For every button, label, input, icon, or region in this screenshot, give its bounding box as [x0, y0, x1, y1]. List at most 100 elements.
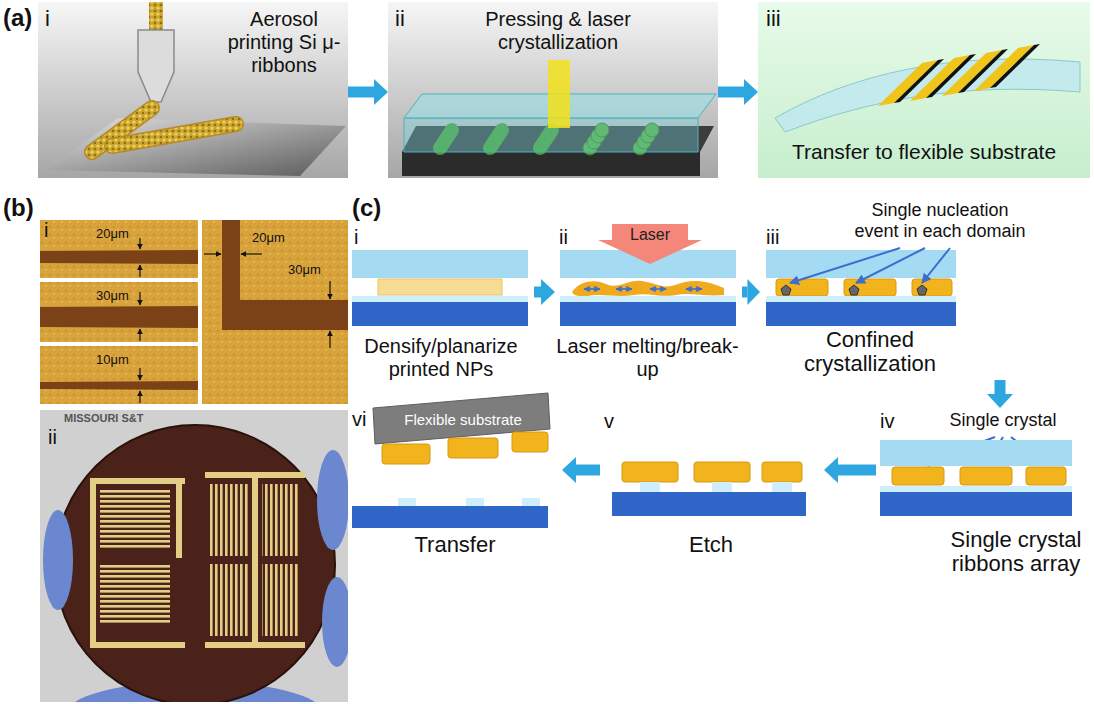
step-number: vi — [352, 408, 382, 431]
dimension-label: 20μm — [96, 226, 129, 241]
panel-caption: Pressing & laser crystallization — [458, 8, 658, 54]
wafer-photo — [317, 450, 348, 550]
confined-crystallization-stack — [776, 279, 828, 296]
step-number: iv — [880, 410, 920, 433]
step-caption: Laser melting/break-up — [555, 335, 740, 381]
transfer-stack — [398, 498, 416, 506]
dimension-arrow — [204, 253, 221, 254]
aerosol-printing-scene — [38, 2, 348, 178]
dimension-arrow — [139, 292, 140, 305]
wafer-photo — [100, 490, 170, 550]
flexible-transfer-scene — [758, 2, 1090, 178]
callout-text: Single nucleation event in each domain — [851, 200, 1029, 241]
wafer-photo — [322, 577, 348, 667]
process-step: viFlexible substrateTransfer — [350, 400, 562, 590]
arrow-head — [541, 279, 555, 305]
flexible-transfer-scene — [758, 2, 1090, 178]
etch-stack — [772, 482, 792, 492]
laser-melting-stack — [560, 296, 736, 302]
photo-panel: ii — [40, 410, 348, 702]
densify-stack — [378, 279, 502, 295]
single-crystal-stack — [880, 492, 1072, 516]
etch-stack — [612, 492, 806, 516]
single-crystal-stack — [892, 467, 944, 485]
leader-arrow — [856, 248, 925, 283]
transfer-stack — [352, 506, 548, 528]
wafer-photo — [40, 410, 348, 702]
dimension-arrow — [139, 391, 140, 403]
dimension-arrow — [139, 238, 140, 249]
single-crystal-stack — [880, 440, 1072, 466]
dimension-arrow — [139, 265, 140, 277]
dimension-arrow — [329, 331, 330, 348]
leader-arrow — [790, 248, 900, 283]
dimension-arrow — [139, 368, 140, 380]
step-caption: Transfer — [350, 532, 560, 557]
ribbon-micrographs — [222, 300, 348, 330]
ribbon-micrographs — [40, 220, 198, 278]
single-crystal-stack — [880, 440, 1072, 516]
confined-crystallization-stack — [849, 285, 859, 295]
arrow-head — [747, 279, 760, 305]
panel-letter: (b) — [3, 194, 34, 222]
flow-arrow — [987, 380, 1013, 408]
transfer-stack — [512, 432, 548, 452]
dimension-label: 30μm — [96, 288, 129, 303]
step-number: ii — [395, 6, 435, 31]
panel-letter: (c) — [352, 194, 381, 222]
process-step: iiiSingle nucleation event in each domai… — [760, 198, 1070, 380]
step-number: i — [45, 6, 85, 31]
flow-arrow — [562, 457, 600, 483]
densify-stack — [352, 250, 528, 326]
aerosol-printing-scene — [112, 124, 236, 146]
laser-pressing-scene — [402, 152, 700, 176]
leader-arrow — [922, 248, 950, 283]
densify-stack — [352, 302, 528, 326]
aerosol-printing-scene — [149, 2, 163, 32]
arrow-head — [562, 457, 576, 483]
panel-caption: Aerosol printing Si μ-ribbons — [224, 8, 344, 77]
wafer-photo — [100, 565, 170, 625]
laser-melting-stack — [650, 288, 666, 290]
laser-label: Laser — [612, 226, 688, 244]
confined-crystallization-stack — [912, 279, 952, 296]
single-crystal-stack — [1026, 467, 1066, 485]
transfer-stack — [448, 438, 498, 458]
step-caption: Confined crystallization — [780, 328, 960, 376]
etch-stack — [622, 462, 678, 482]
arrow-shaft — [995, 380, 1006, 394]
wafer-photo — [55, 425, 335, 702]
transfer-stack — [352, 393, 550, 528]
wafer-photo — [43, 510, 73, 610]
arrow-shaft — [576, 465, 600, 476]
dimension-arrow — [329, 281, 330, 299]
aerosol-printing-scene — [38, 2, 348, 178]
single-crystal-stack — [960, 467, 1012, 485]
laser-melting-stack — [560, 224, 736, 326]
ribbon-micrographs — [202, 220, 348, 404]
arrow-head — [374, 79, 388, 105]
transfer-stack — [382, 444, 430, 464]
arrow-head — [824, 457, 838, 483]
flexible-transfer-scene — [974, 45, 1034, 91]
step-caption: Single crystal ribbons array — [944, 528, 1088, 576]
process-panel: ii Pressing & laser crystallization — [388, 2, 718, 178]
dimension-arrow — [241, 253, 262, 254]
ribbon-micrographs — [38, 218, 350, 406]
ribbon-micrographs — [40, 306, 198, 328]
wafer-photo — [252, 472, 258, 648]
dimension-label: 10μm — [96, 352, 129, 367]
laser-melting-stack — [616, 288, 632, 290]
step-caption: Densify/planarize printed NPs — [350, 335, 532, 381]
wafer-photo — [210, 484, 248, 556]
flow-arrow — [718, 79, 758, 105]
transfer-stack — [466, 498, 484, 506]
step-number: i — [354, 226, 384, 249]
densify-stack — [352, 296, 528, 302]
aerosol-printing-scene — [138, 30, 174, 102]
laser-pressing-scene — [548, 60, 570, 128]
flexible-transfer-scene — [990, 44, 1040, 88]
